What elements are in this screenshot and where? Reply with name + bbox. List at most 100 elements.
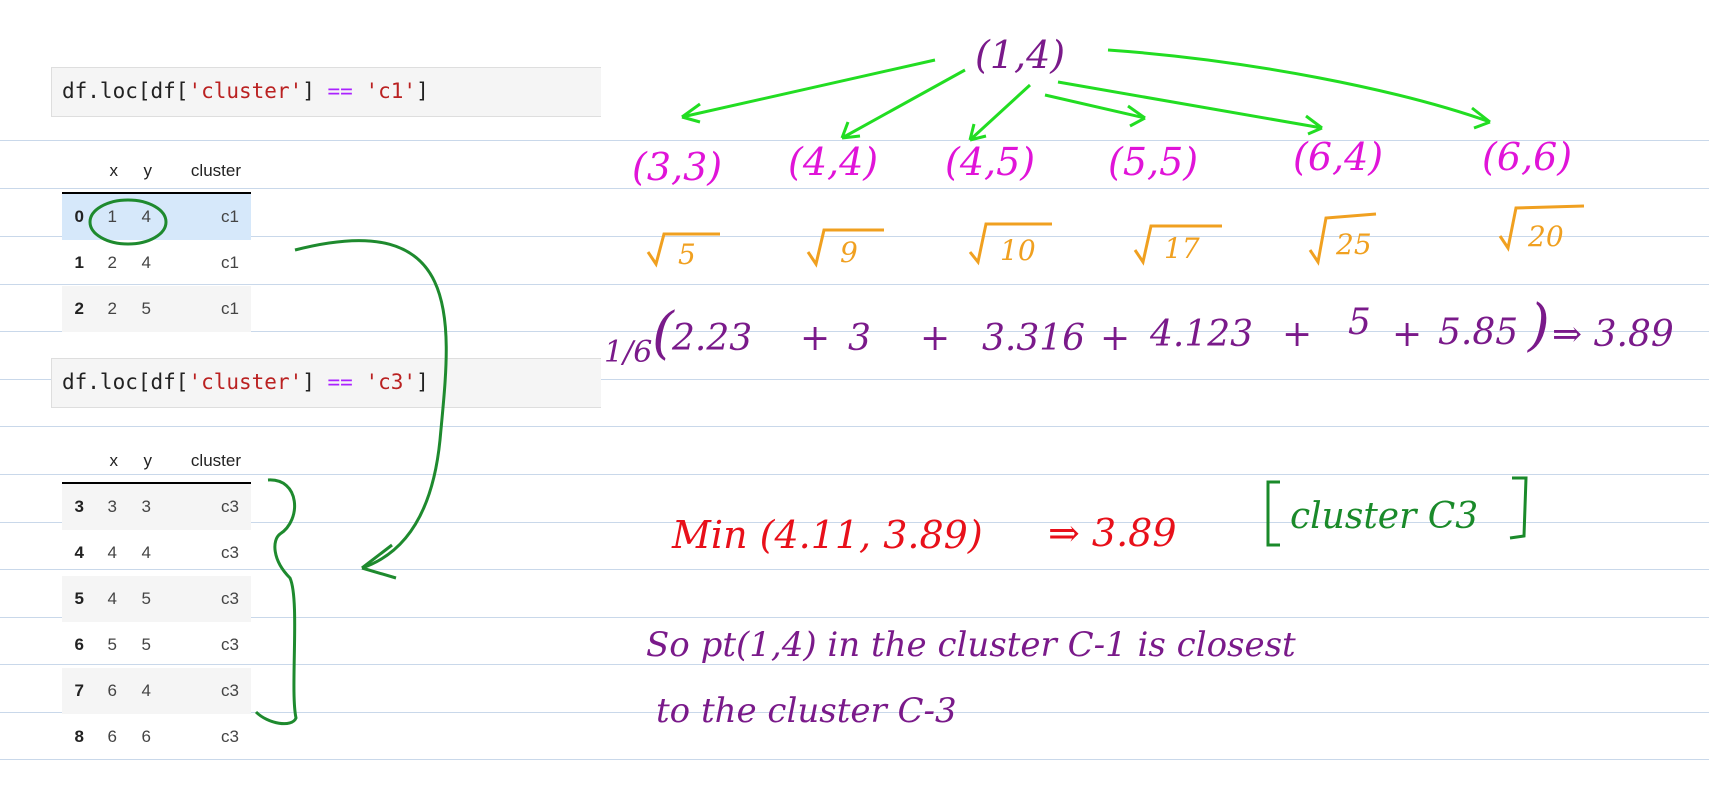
cell-x: 6: [84, 668, 118, 714]
target-point: (4,5): [945, 140, 1035, 184]
cell-y: 4: [141, 253, 151, 272]
distance-arrows: [681, 48, 1491, 142]
cell-y: 6: [141, 727, 151, 746]
code-string-key: 'cluster': [188, 79, 303, 103]
ruled-line: [0, 284, 1709, 285]
target-points: (3,3) (4,4) (4,5) (5,5) (6,4) (6,6): [632, 135, 1572, 189]
table-row: 1 2 4 c1: [62, 240, 251, 286]
cell-x: 2: [107, 253, 117, 272]
cell-y: 5: [118, 286, 152, 332]
header-cluster: cluster: [152, 440, 251, 484]
average-term: +: [920, 318, 950, 359]
sqrt-value: 17: [1164, 232, 1200, 265]
ruled-line: [0, 379, 1709, 380]
ruled-line: [0, 236, 1709, 237]
ruled-line: [0, 617, 1709, 618]
table-row: 2 2 5 c1: [62, 286, 251, 332]
conclusion-line-1: So pt(1,4) in the cluster C-1 is closest: [646, 625, 1296, 665]
ruled-line: [0, 188, 1709, 189]
arrow-to-4-5: [968, 83, 1032, 142]
cell-x: 4: [107, 543, 117, 562]
cell-cluster: c3: [221, 727, 239, 746]
min-expression: Min (4.11, 3.89): [671, 513, 983, 557]
code-operator: ==: [327, 79, 353, 103]
sqrt-value: 5: [678, 238, 696, 271]
target-point: (3,3): [632, 145, 722, 189]
target-point: (6,4): [1293, 135, 1383, 179]
cell-y: 4: [118, 668, 152, 714]
cell-y: 3: [118, 483, 152, 530]
ruled-line: [0, 426, 1709, 427]
header-index: [62, 440, 84, 484]
curly-brace: [254, 478, 298, 726]
row-index: 6: [74, 635, 84, 654]
header-y: y: [118, 440, 152, 484]
header-y: y: [118, 150, 152, 194]
curved-arrow: [294, 239, 448, 570]
sqrt-sign: [1498, 204, 1585, 252]
code-suffix: ]: [416, 79, 429, 103]
arrow-to-4-4: [840, 68, 966, 140]
cell-cluster: c3: [221, 635, 239, 654]
row-index: 4: [74, 543, 84, 562]
sqrt-value: 9: [840, 236, 858, 269]
table-row: 5 4 5 c3: [62, 576, 251, 622]
min-result: ⇒ 3.89: [1048, 511, 1177, 555]
cell-x: 3: [84, 483, 118, 530]
target-point: (6,6): [1482, 135, 1572, 179]
header-x: x: [84, 440, 118, 484]
header-cluster: cluster: [152, 150, 251, 194]
average-term: +: [1100, 318, 1130, 359]
ruled-line: [0, 140, 1709, 141]
sqrt-sign: [646, 232, 720, 268]
cell-cluster: c3: [152, 483, 251, 530]
dataframe-c3: x y cluster 3 3 3 c3 4 4 4 c3 5 4 5 c3 6…: [62, 440, 251, 760]
ruled-line: [0, 569, 1709, 570]
code-string-value: 'c3': [365, 370, 417, 394]
cell-cluster: c1: [152, 193, 251, 240]
table-row: 3 3 3 c3: [62, 483, 251, 530]
average-prefix: 1/6: [604, 335, 652, 370]
ruled-line: [0, 664, 1709, 665]
sqrt-value: 20: [1527, 220, 1564, 253]
code-string-value: 'c1': [365, 79, 417, 103]
row-index: 7: [62, 668, 84, 714]
average-term: +: [1392, 314, 1422, 355]
target-point: (5,5): [1108, 140, 1198, 184]
cell-cluster: c1: [152, 286, 251, 332]
sqrt-sign: [1308, 212, 1377, 266]
code-string-key: 'cluster': [188, 370, 303, 394]
code-cell-c1[interactable]: df.loc[df['cluster'] == 'c1']: [51, 67, 601, 117]
sqrt-values: 5 9 10 17 25 20: [678, 220, 1564, 271]
sqrt-value: 25: [1335, 228, 1372, 261]
row-index: 8: [74, 727, 84, 746]
cell-x: 2: [84, 286, 118, 332]
highlight-circle: [88, 198, 168, 246]
sqrt-sign: [1133, 224, 1222, 266]
sqrt-value: 10: [1000, 234, 1036, 267]
cell-cluster: c3: [152, 668, 251, 714]
ruled-line: [0, 522, 1709, 523]
arrow-head: [361, 543, 397, 580]
sqrt-signs: [646, 204, 1585, 268]
cell-x: 4: [84, 576, 118, 622]
header-x: x: [84, 150, 118, 194]
open-paren: (: [652, 301, 675, 366]
average-term: +: [800, 318, 830, 359]
arrow-to-3-3: [681, 58, 936, 124]
average-term: +: [1282, 314, 1312, 355]
code-cell-c3[interactable]: df.loc[df['cluster'] == 'c3']: [51, 358, 601, 408]
row-index: 5: [62, 576, 84, 622]
average-term: 5.85: [1438, 312, 1518, 353]
min-cluster: cluster C3: [1290, 496, 1478, 537]
cell-y: 5: [118, 576, 152, 622]
average-term: 3: [848, 318, 871, 359]
ruled-line: [0, 474, 1709, 475]
ruled-line: [0, 331, 1709, 332]
cell-cluster: c3: [152, 576, 251, 622]
cluster-brackets: [1266, 476, 1528, 547]
row-index: 3: [62, 483, 84, 530]
table-row: 6 5 5 c3: [62, 622, 251, 668]
row-index: 2: [62, 286, 84, 332]
